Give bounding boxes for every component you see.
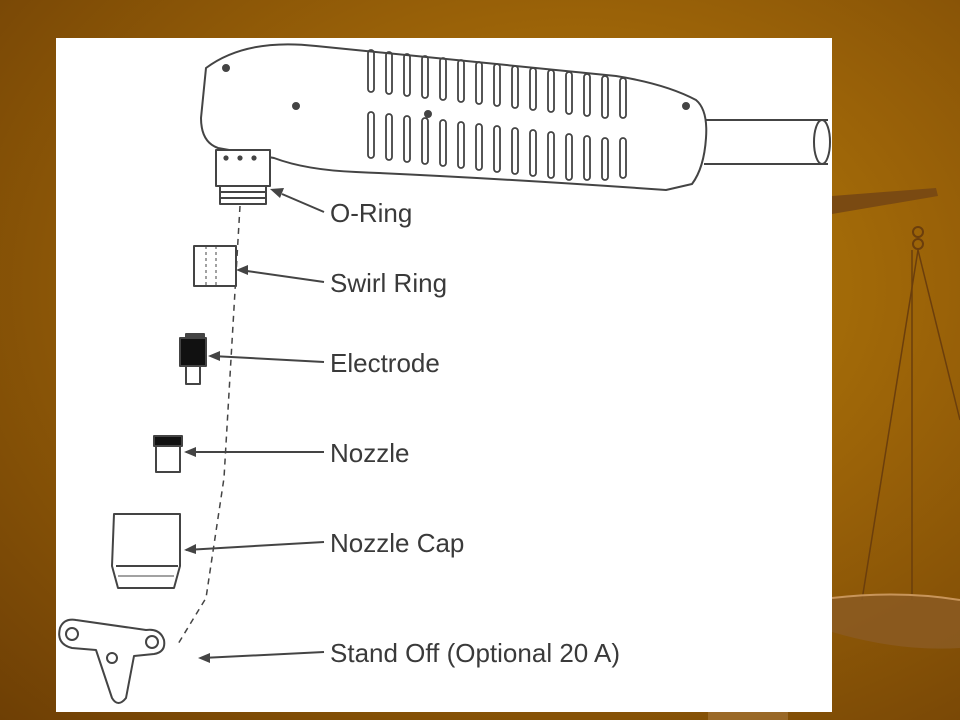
label-nozzle-cap: Nozzle Cap (330, 528, 465, 558)
assembly-axis (177, 205, 241, 645)
electrode-icon (179, 333, 207, 385)
label-nozzle: Nozzle (330, 438, 410, 468)
callout-arrowheads (184, 188, 284, 663)
stand-off-icon (58, 618, 166, 704)
diagram-panel: O-Ring Swirl Ring Electrode Nozzle Nozzl… (56, 38, 832, 712)
plasma-torch-diagram (58, 43, 831, 704)
label-stand-off: Stand Off (Optional 20 A) (330, 638, 621, 668)
torch-handle-icon (200, 43, 831, 205)
swirl-ring-icon (193, 245, 237, 287)
callout-arrows (185, 193, 325, 659)
label-swirl-ring: Swirl Ring (330, 268, 448, 298)
nozzle-icon (153, 435, 183, 473)
label-o-ring: O-Ring (330, 198, 413, 228)
nozzle-cap-icon (111, 513, 181, 589)
label-electrode: Electrode (330, 348, 440, 378)
